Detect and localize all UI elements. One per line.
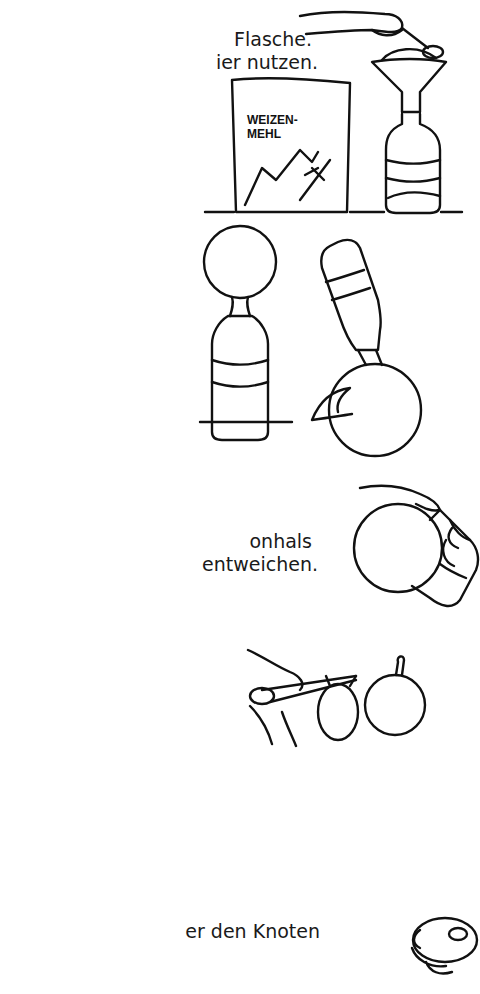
instruction-text: ier nutzen. — [216, 51, 318, 73]
spoon-bowl — [423, 46, 443, 58]
cut-step — [248, 650, 425, 746]
balloon — [204, 226, 276, 298]
funnel — [372, 59, 446, 112]
bottle-ribs — [326, 270, 370, 300]
bottle — [321, 240, 381, 350]
balloon-step — [200, 226, 421, 456]
balloon-knot — [449, 928, 467, 940]
scissor-grip — [250, 688, 274, 704]
scissor-blades — [262, 676, 356, 702]
knot-step — [412, 918, 477, 974]
package-text: MEHL — [247, 128, 281, 141]
balloon-neck — [358, 350, 382, 365]
air-step — [354, 486, 478, 606]
bottle-ribs — [386, 160, 440, 198]
hand — [412, 930, 452, 974]
flour-step — [205, 12, 462, 213]
wheat-ear — [245, 150, 318, 205]
fingers — [443, 528, 458, 566]
bottle-ribs — [200, 360, 292, 422]
spoon-handle — [372, 28, 428, 48]
package-text: WEIZEN- — [247, 114, 298, 127]
bottle — [386, 114, 440, 213]
instruction-text: er den Knoten — [185, 920, 320, 942]
bottle-ribs — [440, 520, 470, 578]
hand — [248, 650, 302, 746]
flour-bag — [232, 78, 350, 212]
hand — [360, 486, 440, 511]
hand — [300, 12, 402, 34]
instruction-text: onhals — [249, 530, 312, 552]
balloon — [365, 675, 425, 735]
balloon-neck — [230, 297, 250, 316]
balloon-piece — [413, 918, 477, 962]
balloon-knot — [396, 656, 404, 675]
balloon-piece — [318, 684, 358, 740]
instruction-text: Flasche. — [234, 28, 312, 50]
wheat-ear — [300, 160, 330, 200]
balloon — [329, 364, 421, 456]
balloon — [354, 504, 442, 592]
instruction-text: entweichen. — [202, 553, 318, 575]
hand — [312, 388, 352, 420]
bottle — [412, 510, 478, 606]
